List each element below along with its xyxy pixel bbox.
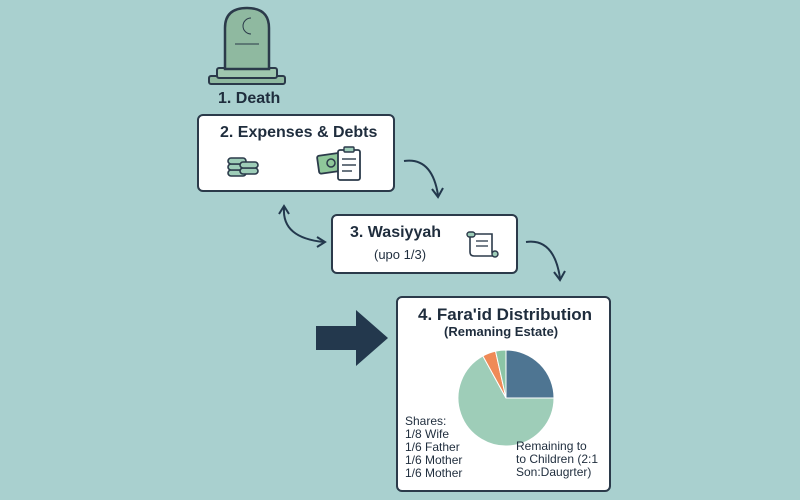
pie-slice-0	[505, 349, 555, 399]
arrow-wasiyyah-to-faraid	[525, 240, 566, 282]
remaining-note: Remaining to to Children (2:1 Son:Daugrt…	[516, 440, 598, 479]
step-death-label: 1. Death	[218, 90, 281, 107]
step-faraid-box	[396, 296, 611, 492]
share-item: 1/6 Mother	[405, 466, 463, 480]
invoice-icon	[316, 146, 361, 181]
remaining-line: to Children (2:1	[516, 452, 599, 466]
arrow-bidirectional	[278, 204, 327, 248]
step-wasiyyah-sublabel: (upo 1/3)	[374, 247, 427, 262]
step-faraid-sublabel: (Remaning Estate)	[444, 324, 559, 339]
pie-slice-3	[494, 349, 507, 399]
remaining-line: Son:Daugrter)	[516, 465, 592, 479]
pie-slice-1	[457, 355, 555, 447]
step-wasiyyah-label: 3. Wasiyyah	[350, 224, 442, 241]
share-item: 1/6 Father	[405, 440, 460, 454]
right-arrow-icon	[316, 310, 388, 366]
scroll-icon	[466, 231, 499, 258]
share-item: 1/6 Mother	[405, 453, 463, 467]
shares-list: 1/8 Wife 1/6 Father 1/6 Mother 1/6 Mothe…	[405, 428, 462, 480]
step-faraid-label: 4. Fara'id Distribution	[418, 305, 593, 324]
remaining-line: Remaining to	[516, 439, 587, 453]
arrow-expenses-to-wasiyyah	[403, 159, 444, 199]
shares-title: Shares:	[405, 414, 447, 428]
pie-chart	[457, 349, 555, 447]
step-expenses-box	[197, 114, 395, 192]
tombstone-icon	[208, 6, 286, 85]
coins-icon	[227, 157, 259, 177]
share-item: 1/8 Wife	[405, 427, 450, 441]
step-expenses-label: 2. Expenses & Debts	[220, 124, 378, 141]
